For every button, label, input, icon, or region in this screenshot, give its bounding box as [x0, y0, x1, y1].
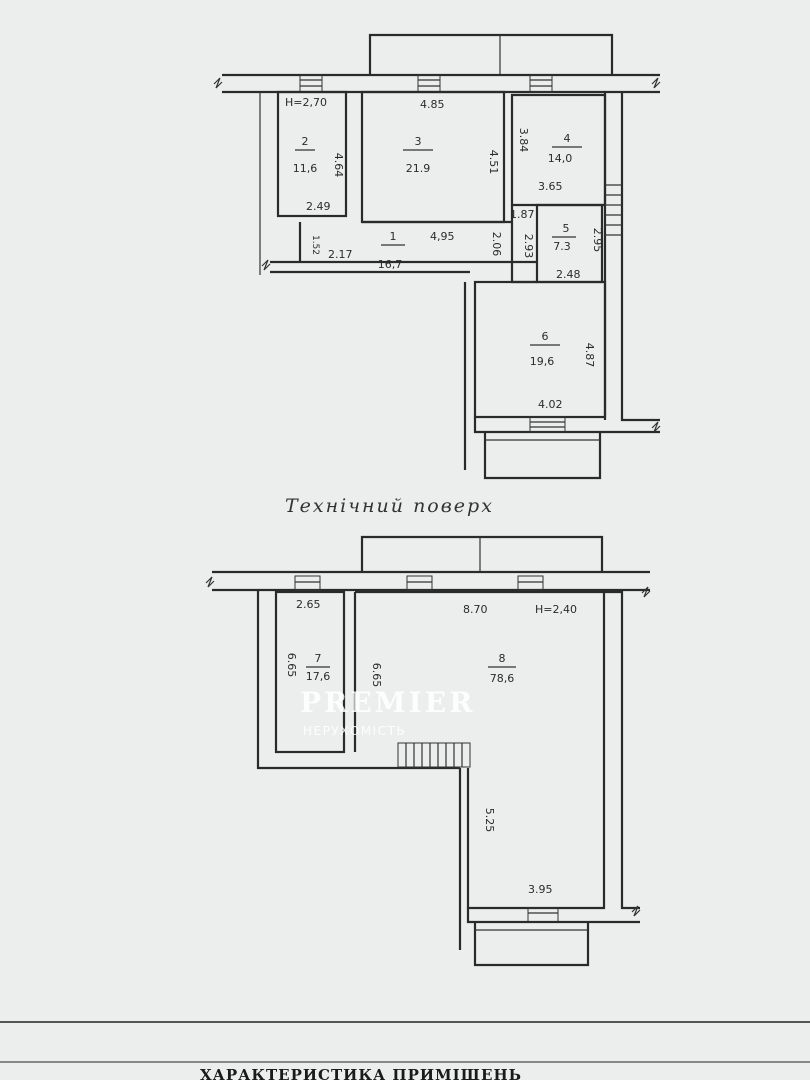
room-8-label: 8 78,6 — [488, 652, 516, 685]
dim-label: 2.17 — [328, 248, 353, 261]
dim-label: 2.93 — [522, 234, 535, 259]
room-area: 14,0 — [548, 152, 573, 165]
height-label-upper: H=2,70 — [285, 96, 327, 109]
room-7-label: 7 17,6 — [306, 652, 331, 683]
room-number: 8 — [499, 652, 506, 665]
watermark-subtitle: НЕРУХОМІСТЬ — [303, 724, 406, 738]
window-lower-bottom — [527, 907, 559, 923]
dim-label: 6.65 — [370, 663, 383, 688]
window-right — [605, 184, 622, 236]
room-area: 21.9 — [406, 162, 431, 175]
room-7 — [274, 590, 346, 754]
room-number: 3 — [415, 135, 422, 148]
room-1-label: 1 16,7 — [378, 230, 405, 271]
dim-label: 2.06 — [490, 232, 503, 257]
window-lower-1 — [294, 575, 321, 591]
dim-label: 2.65 — [296, 598, 321, 611]
window-bottom — [529, 416, 566, 433]
dim-label: 2.49 — [306, 200, 331, 213]
dim-label: 4.87 — [583, 343, 596, 368]
room-number: 2 — [302, 135, 309, 148]
watermark-logo: PREMIER НЕРУХОМІСТЬ — [300, 686, 475, 738]
room-3-label: 3 21.9 — [403, 135, 433, 175]
room-number: 5 — [563, 222, 570, 235]
watermark-brand: PREMIER — [300, 686, 475, 719]
outer-wall-top — [222, 73, 660, 94]
room-area: 16,7 — [378, 258, 403, 271]
dim-label: 4.64 — [332, 153, 345, 178]
window-top-1 — [299, 74, 323, 93]
upper-floor-plan: H=2,70 4.85 4.64 4.51 3.84 3.65 2.49 4,9… — [213, 33, 661, 480]
table-header: ХАРАКТЕРИСТИКА ПРИМІЩЕНЬ — [200, 1066, 522, 1080]
dim-label: 5.25 — [483, 808, 496, 833]
room-4-label: 4 14,0 — [548, 132, 582, 165]
dim-label: 4.85 — [420, 98, 445, 111]
characteristics-table: ХАРАКТЕРИСТИКА ПРИМІЩЕНЬ — [0, 1021, 810, 1080]
dim-label: 4,95 — [430, 230, 455, 243]
dim-label: 1.52 — [310, 235, 320, 255]
balcony-bottom-lower — [473, 922, 590, 967]
room-6-label: 6 19,6 — [530, 330, 560, 368]
room-3 — [360, 90, 506, 224]
room-area: 17,6 — [306, 670, 331, 683]
height-label-lower: H=2,40 — [535, 603, 577, 616]
window-lower-3 — [517, 575, 544, 591]
floor-caption: Технічний поверх — [285, 495, 494, 517]
lower-floor-plan: 2.65 8.70 H=2,40 6.65 6.65 5.25 3.95 7 1… — [205, 535, 651, 967]
room-2-label: 2 11,6 — [293, 135, 318, 175]
dim-label: 2.48 — [556, 268, 581, 281]
outer-wall-top-lower — [212, 570, 650, 592]
dim-label: 3.95 — [528, 883, 553, 896]
room-area: 78,6 — [490, 672, 515, 685]
room-5-label: 5 7.3 — [552, 222, 576, 253]
window-lower-2 — [406, 575, 433, 591]
dim-label: 4.02 — [538, 398, 563, 411]
room-8 — [353, 590, 606, 910]
room-number: 1 — [390, 230, 397, 243]
outer-wall-right — [603, 92, 660, 422]
window-top-2 — [417, 74, 441, 93]
dim-label: 8.70 — [463, 603, 488, 616]
dim-label: 3.65 — [538, 180, 563, 193]
balcony-top — [368, 33, 614, 75]
dim-label: 4.51 — [487, 150, 500, 175]
room-number: 6 — [542, 330, 549, 343]
dim-label: 1.87 — [510, 208, 535, 221]
window-top-3 — [529, 74, 553, 93]
dim-label: 2.95 — [591, 228, 604, 253]
room-1 — [270, 205, 537, 284]
room-number: 4 — [564, 132, 571, 145]
room-number: 7 — [315, 652, 322, 665]
room-area: 11,6 — [293, 162, 318, 175]
balcony-top-lower — [360, 535, 604, 572]
room-2 — [276, 90, 348, 218]
room-area: 7.3 — [553, 240, 571, 253]
staircase — [397, 742, 471, 768]
dim-label: 6.65 — [285, 653, 298, 678]
balcony-bottom — [483, 432, 602, 480]
room-area: 19,6 — [530, 355, 555, 368]
dim-label: 3.84 — [517, 128, 530, 153]
